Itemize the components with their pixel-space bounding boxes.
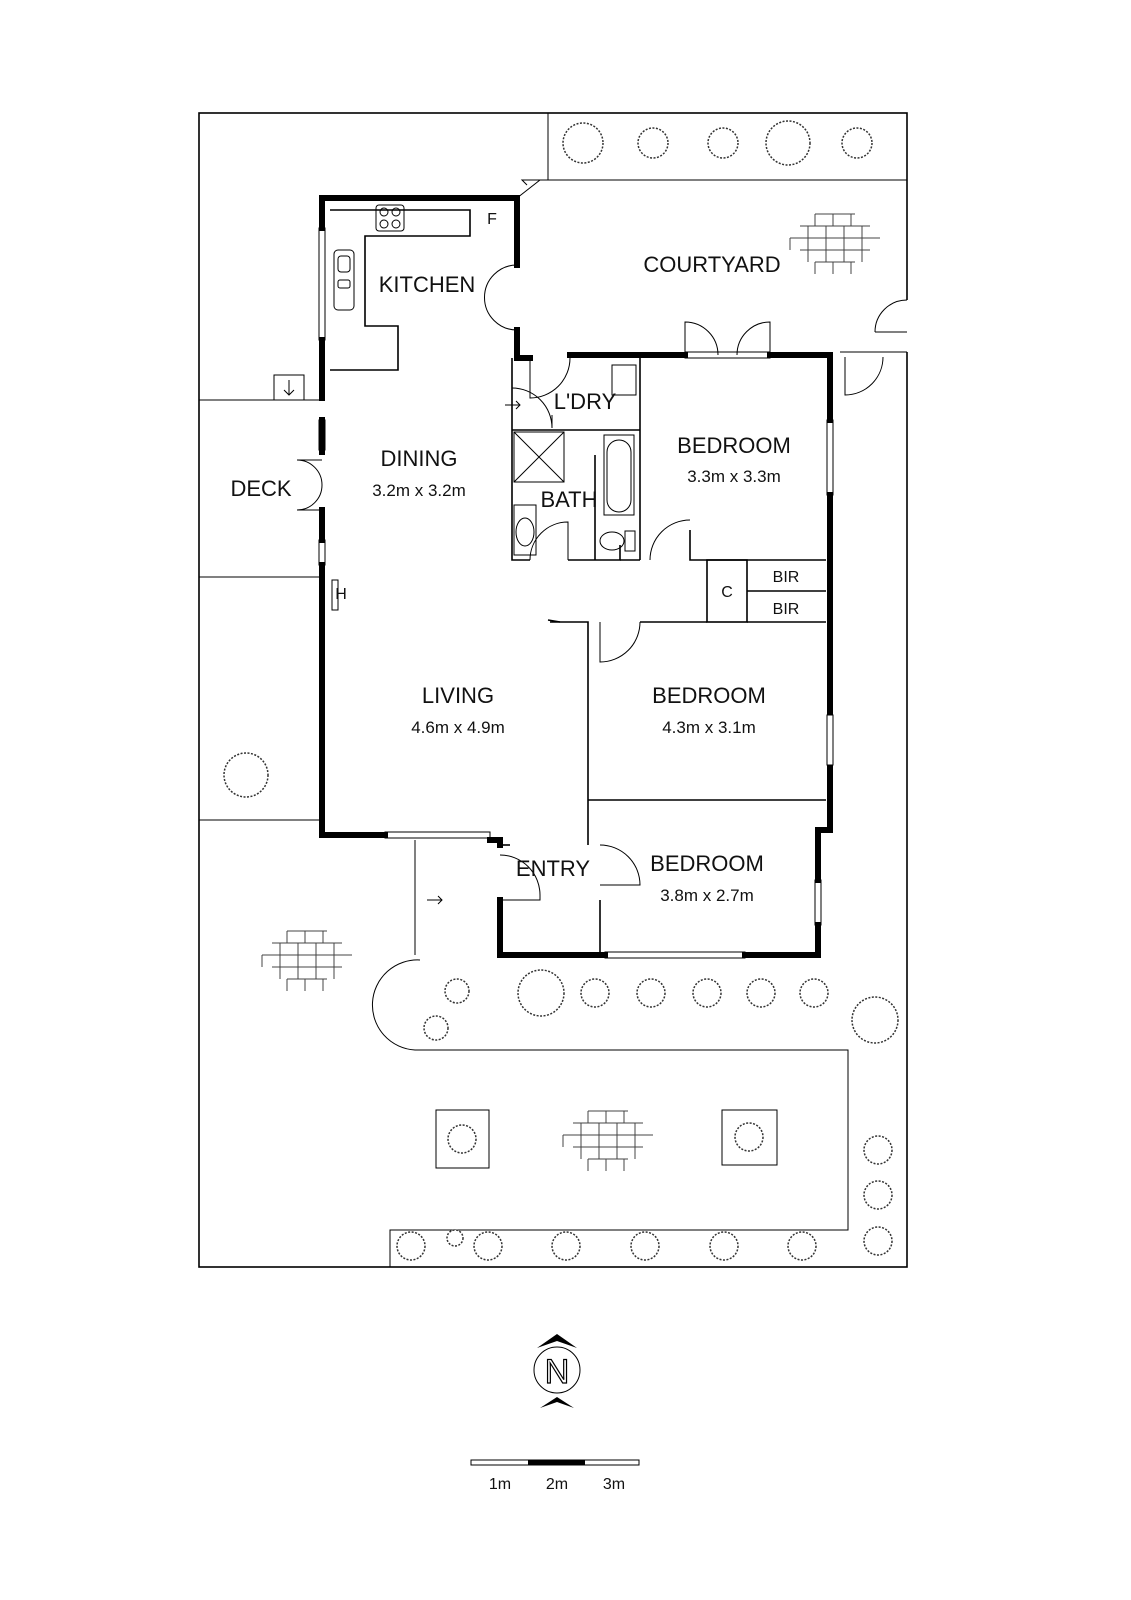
tree-icon bbox=[551, 1231, 581, 1261]
compass-letter: N bbox=[545, 1353, 570, 1391]
tree-icon bbox=[473, 1231, 503, 1261]
tree-icon bbox=[746, 978, 776, 1008]
entry-label: ENTRY bbox=[516, 856, 590, 881]
shower-icon bbox=[513, 431, 565, 483]
tree-icon bbox=[396, 1231, 426, 1261]
tree-icon bbox=[707, 127, 739, 159]
tree-icon bbox=[863, 1226, 893, 1256]
tree-icon bbox=[799, 978, 829, 1008]
tree-icon bbox=[863, 1135, 893, 1165]
tree-icon bbox=[517, 969, 565, 1017]
site-boundary bbox=[198, 112, 908, 1268]
tree-icon bbox=[851, 996, 899, 1044]
tree-icon bbox=[223, 752, 269, 798]
living-label: LIVING bbox=[422, 683, 494, 708]
heater-label: H bbox=[335, 586, 347, 603]
scale-label-3m: 3m bbox=[603, 1476, 625, 1493]
scale-bar: 1m 2m 3m bbox=[470, 1459, 640, 1493]
tree-icon bbox=[692, 978, 722, 1008]
toilet-icon bbox=[599, 531, 625, 551]
exterior-walls bbox=[319, 195, 834, 958]
heater-icon bbox=[331, 579, 339, 611]
tree-icon bbox=[580, 978, 610, 1008]
bedroom3-label: BEDROOM bbox=[650, 851, 764, 876]
dining-label: DINING bbox=[381, 446, 458, 471]
courtyard-garden-strip bbox=[516, 113, 909, 396]
tree-icon bbox=[765, 120, 811, 166]
bir1-label: BIR bbox=[773, 569, 800, 586]
kitchen-label: KITCHEN bbox=[379, 272, 476, 297]
bedroom2-label: BEDROOM bbox=[652, 683, 766, 708]
tree-icon bbox=[637, 127, 669, 159]
garden-path bbox=[372, 959, 849, 1267]
deck-label: DECK bbox=[230, 476, 291, 501]
fixtures bbox=[331, 204, 637, 611]
brick-paving-icon bbox=[562, 1110, 653, 1171]
tree-icon bbox=[841, 127, 873, 159]
washtub-icon bbox=[611, 364, 637, 396]
trees bbox=[223, 120, 899, 1261]
paving bbox=[261, 213, 880, 1171]
laundry-label: L'DRY bbox=[554, 389, 617, 414]
windows bbox=[318, 227, 834, 959]
tree-icon bbox=[562, 122, 604, 164]
tree-icon bbox=[636, 978, 666, 1008]
sink-icon bbox=[333, 249, 355, 311]
bir2-label: BIR bbox=[773, 601, 800, 618]
brick-paving-icon bbox=[261, 930, 352, 991]
courtyard-label: COURTYARD bbox=[643, 252, 780, 277]
bath-label: BATH bbox=[540, 487, 597, 512]
doors bbox=[296, 264, 771, 955]
tree-icon bbox=[446, 1229, 464, 1247]
tree-icon bbox=[787, 1231, 817, 1261]
planter bbox=[721, 1109, 778, 1166]
planter bbox=[435, 1109, 490, 1169]
bedroom1-label: BEDROOM bbox=[677, 433, 791, 458]
north-compass-icon: N bbox=[533, 1334, 581, 1408]
fridge-label: F bbox=[487, 211, 497, 228]
scale-label-1m: 1m bbox=[489, 1476, 511, 1493]
tree-icon bbox=[444, 978, 470, 1004]
tree-icon bbox=[447, 1124, 477, 1154]
living-size: 4.6m x 4.9m bbox=[411, 718, 505, 737]
bedroom2-size: 4.3m x 3.1m bbox=[662, 718, 756, 737]
tree-icon bbox=[863, 1180, 893, 1210]
deck-outline bbox=[199, 374, 322, 821]
cupboard-label: C bbox=[721, 584, 733, 601]
tree-icon bbox=[734, 1122, 764, 1152]
interior-walls bbox=[330, 209, 826, 955]
tree-icon bbox=[709, 1231, 739, 1261]
dining-size: 3.2m x 3.2m bbox=[372, 481, 466, 500]
vanity-icon bbox=[513, 504, 537, 556]
tree-icon bbox=[423, 1015, 449, 1041]
brick-paving-icon bbox=[789, 213, 880, 274]
scale-label-2m: 2m bbox=[546, 1476, 568, 1493]
bedroom1-size: 3.3m x 3.3m bbox=[687, 467, 781, 486]
tree-icon bbox=[630, 1231, 660, 1261]
bathtub-icon bbox=[603, 434, 635, 516]
bedroom3-size: 3.8m x 2.7m bbox=[660, 886, 754, 905]
cooktop-icon bbox=[375, 204, 405, 232]
